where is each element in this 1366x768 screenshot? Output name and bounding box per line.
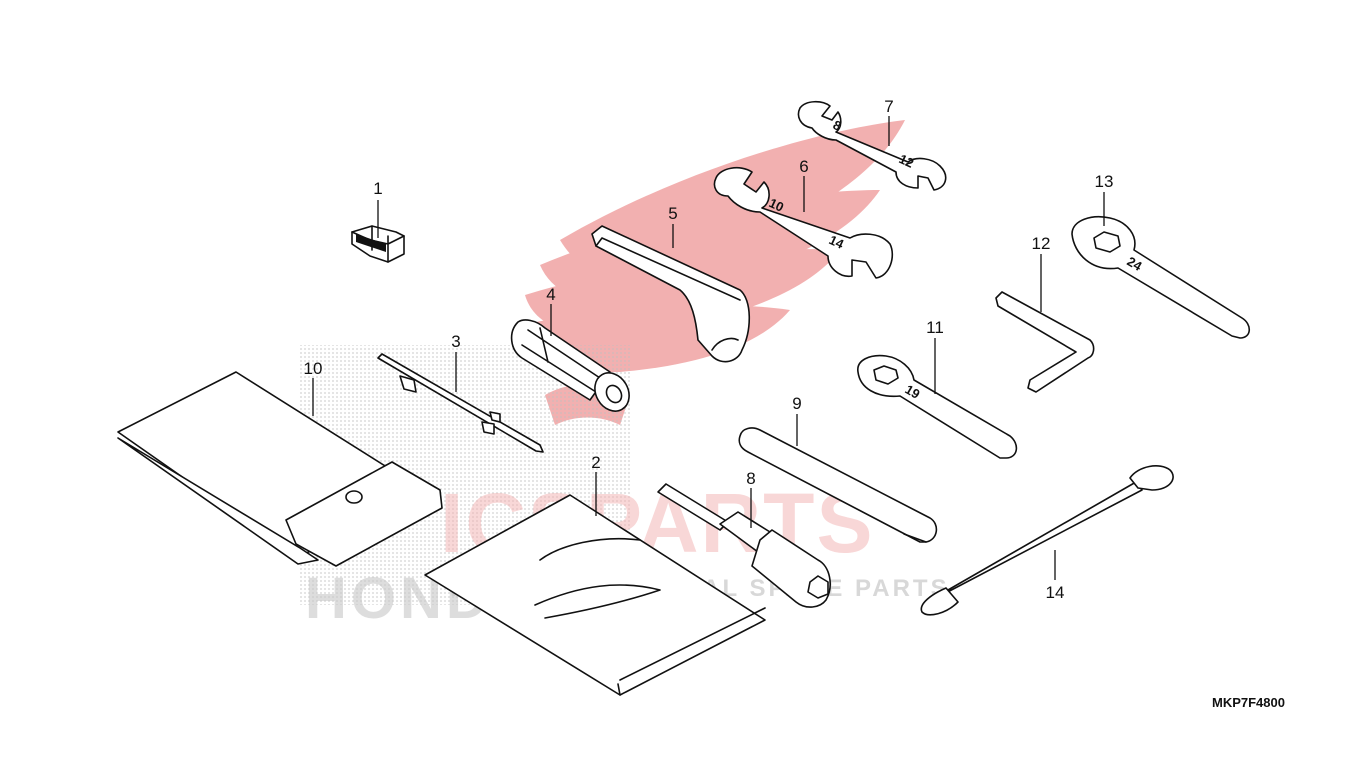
callout-9: 9 xyxy=(792,394,801,413)
part-13-ring-wrench-24: 24 xyxy=(1071,216,1251,339)
drawing-code: MKP7F4800 xyxy=(1212,695,1285,710)
callout-7: 7 xyxy=(884,97,893,116)
part-12-hex-key xyxy=(995,291,1095,393)
callout-6: 6 xyxy=(799,157,808,176)
callout-8: 8 xyxy=(746,469,755,488)
callout-1: 1 xyxy=(373,179,382,198)
part-9-flat-bar xyxy=(738,427,938,543)
callout-2: 2 xyxy=(591,453,600,472)
part-3-screwdriver-bit xyxy=(377,353,544,453)
part-4-screwdriver-handle xyxy=(510,319,630,412)
callout-10: 10 xyxy=(304,359,323,378)
callout-3: 3 xyxy=(451,332,460,351)
wrench-6-mark-b: 14 xyxy=(827,232,847,252)
callout-14: 14 xyxy=(1046,583,1065,602)
callout-11: 11 xyxy=(926,318,944,337)
wrench-11-mark: 19 xyxy=(903,382,923,402)
callout-4: 4 xyxy=(546,285,555,304)
callout-5: 5 xyxy=(668,204,677,223)
wrench-6-mark-a: 10 xyxy=(767,195,786,215)
part-1-bit-holder xyxy=(351,225,405,263)
part-10-tool-bag xyxy=(117,371,443,567)
part-5-pin-spanner xyxy=(591,225,751,363)
wrench-7-mark-b: 12 xyxy=(897,151,916,171)
callout-13: 13 xyxy=(1095,172,1114,191)
leader-lines xyxy=(312,116,1105,580)
callout-12: 12 xyxy=(1032,234,1051,253)
part-14-helmet-holder-cable xyxy=(920,465,1174,616)
part-2-owners-manual-bag xyxy=(424,494,766,696)
part-6-wrench-10x14: 10 14 xyxy=(713,166,894,279)
part-11-ring-wrench-19: 19 xyxy=(857,354,1018,459)
callout-numbers: 1 2 3 4 5 6 7 8 9 10 11 12 13 14 xyxy=(304,97,1114,602)
part-8-plug-wrench xyxy=(657,483,831,608)
